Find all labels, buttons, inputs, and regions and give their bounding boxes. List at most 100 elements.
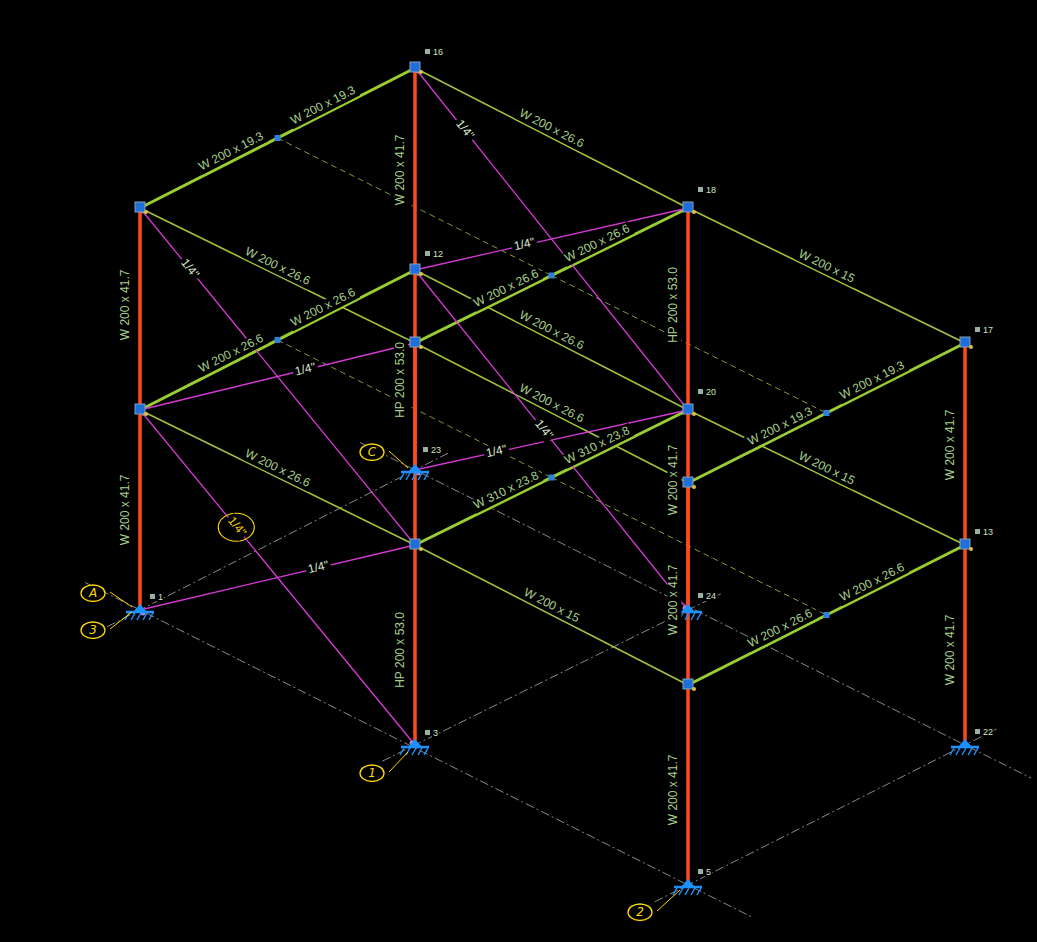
node-number: 17 — [982, 325, 994, 335]
node-number-marker — [423, 447, 428, 452]
beam-node-marker — [275, 135, 281, 141]
node-number-marker — [150, 594, 155, 599]
section-label: W 200 x 19.3 — [287, 82, 360, 128]
section-label: HP 200 x 53.0 — [394, 340, 408, 420]
node-number-marker — [698, 187, 703, 192]
grid-bubble-leader — [657, 890, 680, 911]
section-label: W 200 x 41.7 — [667, 563, 681, 638]
brace — [415, 270, 688, 610]
joint-dot — [144, 210, 148, 214]
grid-label: A — [80, 586, 106, 600]
grid-line — [655, 728, 998, 902]
support-hatch — [691, 613, 695, 620]
brace — [140, 545, 415, 610]
beam-node-marker — [824, 410, 830, 416]
joint-dot — [692, 210, 696, 214]
section-label: W 200 x 41.7 — [394, 133, 408, 208]
support-hatch — [685, 888, 689, 895]
node-number: 1 — [157, 592, 164, 602]
grid-label: 1 — [359, 766, 385, 780]
support-symbol — [951, 746, 979, 749]
node-number: 22 — [982, 727, 994, 737]
node-number: 5 — [705, 867, 712, 877]
joint-dot — [144, 412, 148, 416]
node-number-marker — [975, 729, 980, 734]
section-label: W 200 x 41.7 — [119, 268, 133, 343]
section-label: W 200 x 26.6 — [744, 606, 817, 652]
support-hatch — [691, 888, 695, 895]
joint-marker — [683, 679, 693, 689]
brace — [415, 208, 688, 270]
grid-bubble-ellipse — [628, 904, 652, 920]
section-label: W 200 x 41.7 — [119, 473, 133, 548]
grid-bubble-leader — [110, 612, 132, 629]
support-hatch — [149, 613, 153, 620]
grid-label: 2 — [627, 905, 653, 919]
joint-marker — [683, 202, 693, 212]
support-symbol — [409, 739, 421, 746]
grid-bubble: C — [359, 443, 385, 461]
grid-bubble-ellipse — [81, 585, 105, 601]
support-hatch — [950, 748, 954, 755]
section-label: HP 200 x 53.0 — [394, 610, 408, 690]
support-hatch — [412, 473, 416, 480]
brace — [140, 343, 415, 410]
brace-size-label: 1/4" — [451, 115, 477, 143]
joint-dot — [419, 547, 423, 551]
support-hatch — [697, 888, 701, 895]
girder — [688, 545, 965, 685]
callout-ring — [218, 513, 254, 541]
section-label: W 200 x 26.6 — [560, 221, 633, 266]
section-label: W 200 x 41.7 — [667, 753, 681, 828]
beam — [415, 68, 688, 208]
joint-marker — [683, 404, 693, 414]
section-label: W 200 x 41.7 — [944, 408, 958, 483]
section-label: W 200 x 15 — [794, 246, 858, 287]
node-number: 18 — [705, 185, 717, 195]
support-symbol — [409, 464, 421, 471]
section-label: W 200 x 19.3 — [195, 129, 268, 175]
grid-bubble-leader — [110, 592, 132, 607]
support-hatch — [697, 613, 701, 620]
joint-marker — [410, 337, 420, 347]
brace — [140, 208, 415, 545]
support-hatch — [424, 748, 428, 755]
section-label: W 200 x 26.6 — [195, 331, 268, 377]
beam — [688, 410, 965, 545]
joint-marker — [960, 539, 970, 549]
brace — [140, 410, 415, 745]
section-label: W 200 x 41.7 — [944, 613, 958, 688]
brace-size-label: 1/4" — [291, 360, 319, 379]
joint-marker — [135, 404, 145, 414]
beam — [415, 270, 688, 410]
support-hatch — [143, 613, 147, 620]
joint-dot — [969, 547, 973, 551]
support-hatch — [418, 748, 422, 755]
support-hatch — [679, 888, 683, 895]
support-symbol — [401, 746, 429, 749]
node-number-marker — [975, 327, 980, 332]
beam — [140, 410, 415, 545]
joint-dot — [692, 412, 696, 416]
node-number-marker — [698, 389, 703, 394]
section-label: W 200 x 26.6 — [241, 446, 314, 491]
joint-marker — [683, 477, 693, 487]
node-number-marker — [698, 593, 703, 598]
grid-bubble: A — [80, 584, 106, 602]
grid-bubble: 1 — [359, 764, 385, 782]
support-hatch — [406, 473, 410, 480]
section-label: W 200 x 41.7 — [667, 443, 681, 518]
node-number: 24 — [705, 591, 717, 601]
section-label: W 200 x 26.6 — [836, 560, 909, 606]
grid-bubble: 3 — [80, 621, 106, 639]
support-symbol — [682, 879, 694, 886]
joint-marker — [410, 62, 420, 72]
grid-line — [107, 453, 448, 627]
joint-marker — [410, 264, 420, 274]
beam — [415, 545, 688, 685]
grid-bubble-ellipse — [360, 765, 384, 781]
node-number-marker — [425, 49, 430, 54]
support-hatch — [418, 473, 422, 480]
beam-node-marker — [549, 273, 555, 279]
